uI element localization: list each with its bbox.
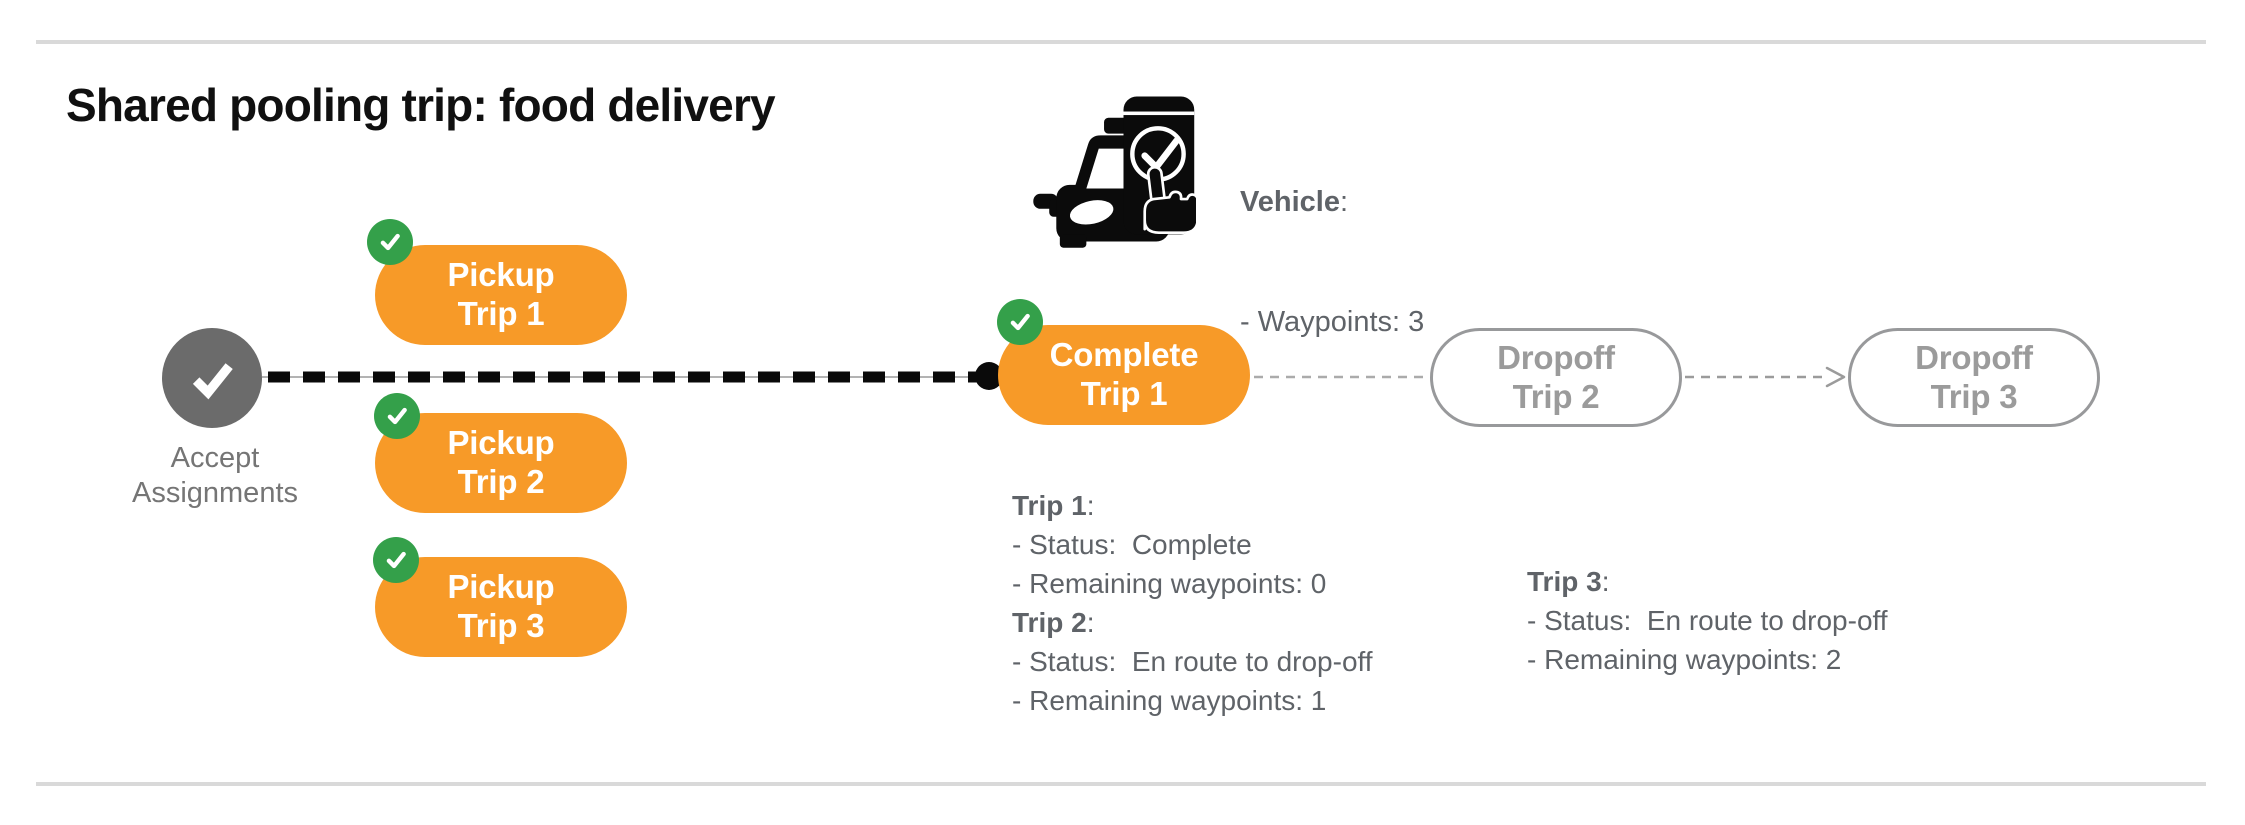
checkmark-icon bbox=[192, 363, 233, 400]
check-badge-icon bbox=[373, 537, 419, 583]
vehicle-info: Vehicle: - Waypoints: 3 bbox=[1240, 102, 1424, 422]
page-title: Shared pooling trip: food delivery bbox=[66, 79, 776, 131]
car-phone-check-icon bbox=[1033, 96, 1196, 248]
pill-label-line2: Trip 1 bbox=[457, 295, 545, 332]
pill-label-line1: Pickup bbox=[447, 424, 555, 462]
trip-3-remaining: - Remaining waypoints: 2 bbox=[1527, 644, 1842, 675]
accept-assignments-label: Accept Assignments bbox=[85, 441, 345, 511]
bottom-divider bbox=[36, 782, 2206, 786]
pill-label-line2: Trip 1 bbox=[1080, 375, 1168, 412]
trip-1-remaining: - Remaining waypoints: 0 bbox=[1012, 568, 1327, 599]
accept-label-line1: Accept bbox=[170, 442, 260, 474]
arrowhead-icon bbox=[1825, 366, 1846, 388]
trip-2-remaining: - Remaining waypoints: 1 bbox=[1012, 685, 1327, 716]
trip-2-status: - Status: En route to drop-off bbox=[1012, 646, 1373, 677]
trip-1-status: - Status: Complete bbox=[1012, 529, 1252, 560]
pickup-trip-3-node: Pickup Trip 3 bbox=[375, 557, 627, 657]
pickup-trip-2-node: Pickup Trip 2 bbox=[375, 413, 627, 513]
current-position-dot bbox=[975, 362, 1003, 390]
pill-label-line1: Complete bbox=[1049, 336, 1199, 374]
trip-1-heading: Trip 1: bbox=[1012, 490, 1095, 521]
complete-trip-1-node: Complete Trip 1 bbox=[998, 325, 1250, 425]
trip-3-status-block: Trip 3: - Status: En route to drop-off -… bbox=[1527, 562, 1888, 679]
check-badge-icon bbox=[367, 219, 413, 265]
trip-1-2-status-block: Trip 1: - Status: Complete - Remaining w… bbox=[1012, 486, 1373, 720]
pill-label-line2: Trip 2 bbox=[457, 463, 545, 500]
trip-3-heading: Trip 3: bbox=[1527, 566, 1610, 597]
pill-label-line2: Trip 3 bbox=[457, 607, 545, 644]
pill-label-line1: Dropoff bbox=[1497, 338, 1615, 376]
vehicle-heading: Vehicle: bbox=[1240, 186, 1349, 218]
dropoff-trip-3-node: Dropoff Trip 3 bbox=[1848, 328, 2100, 427]
pill-label-line1: Pickup bbox=[447, 568, 555, 606]
check-badge-icon bbox=[374, 393, 420, 439]
pill-label-line1: Dropoff bbox=[1915, 338, 2033, 376]
accept-label-line2: Assignments bbox=[131, 477, 298, 509]
trip-2-heading: Trip 2: bbox=[1012, 607, 1095, 638]
pill-label-line2: Trip 2 bbox=[1512, 377, 1600, 415]
trip-3-status: - Status: En route to drop-off bbox=[1527, 605, 1888, 636]
pill-label-line2: Trip 3 bbox=[1930, 377, 2018, 415]
vehicle-waypoints: - Waypoints: 3 bbox=[1240, 306, 1425, 338]
accept-assignments-node bbox=[162, 328, 262, 428]
top-divider bbox=[36, 40, 2206, 44]
dropoff-trip-2-node: Dropoff Trip 2 bbox=[1430, 328, 1682, 427]
pickup-trip-1-node: Pickup Trip 1 bbox=[375, 245, 627, 345]
pill-label-line1: Pickup bbox=[447, 256, 555, 294]
check-badge-icon bbox=[997, 299, 1043, 345]
